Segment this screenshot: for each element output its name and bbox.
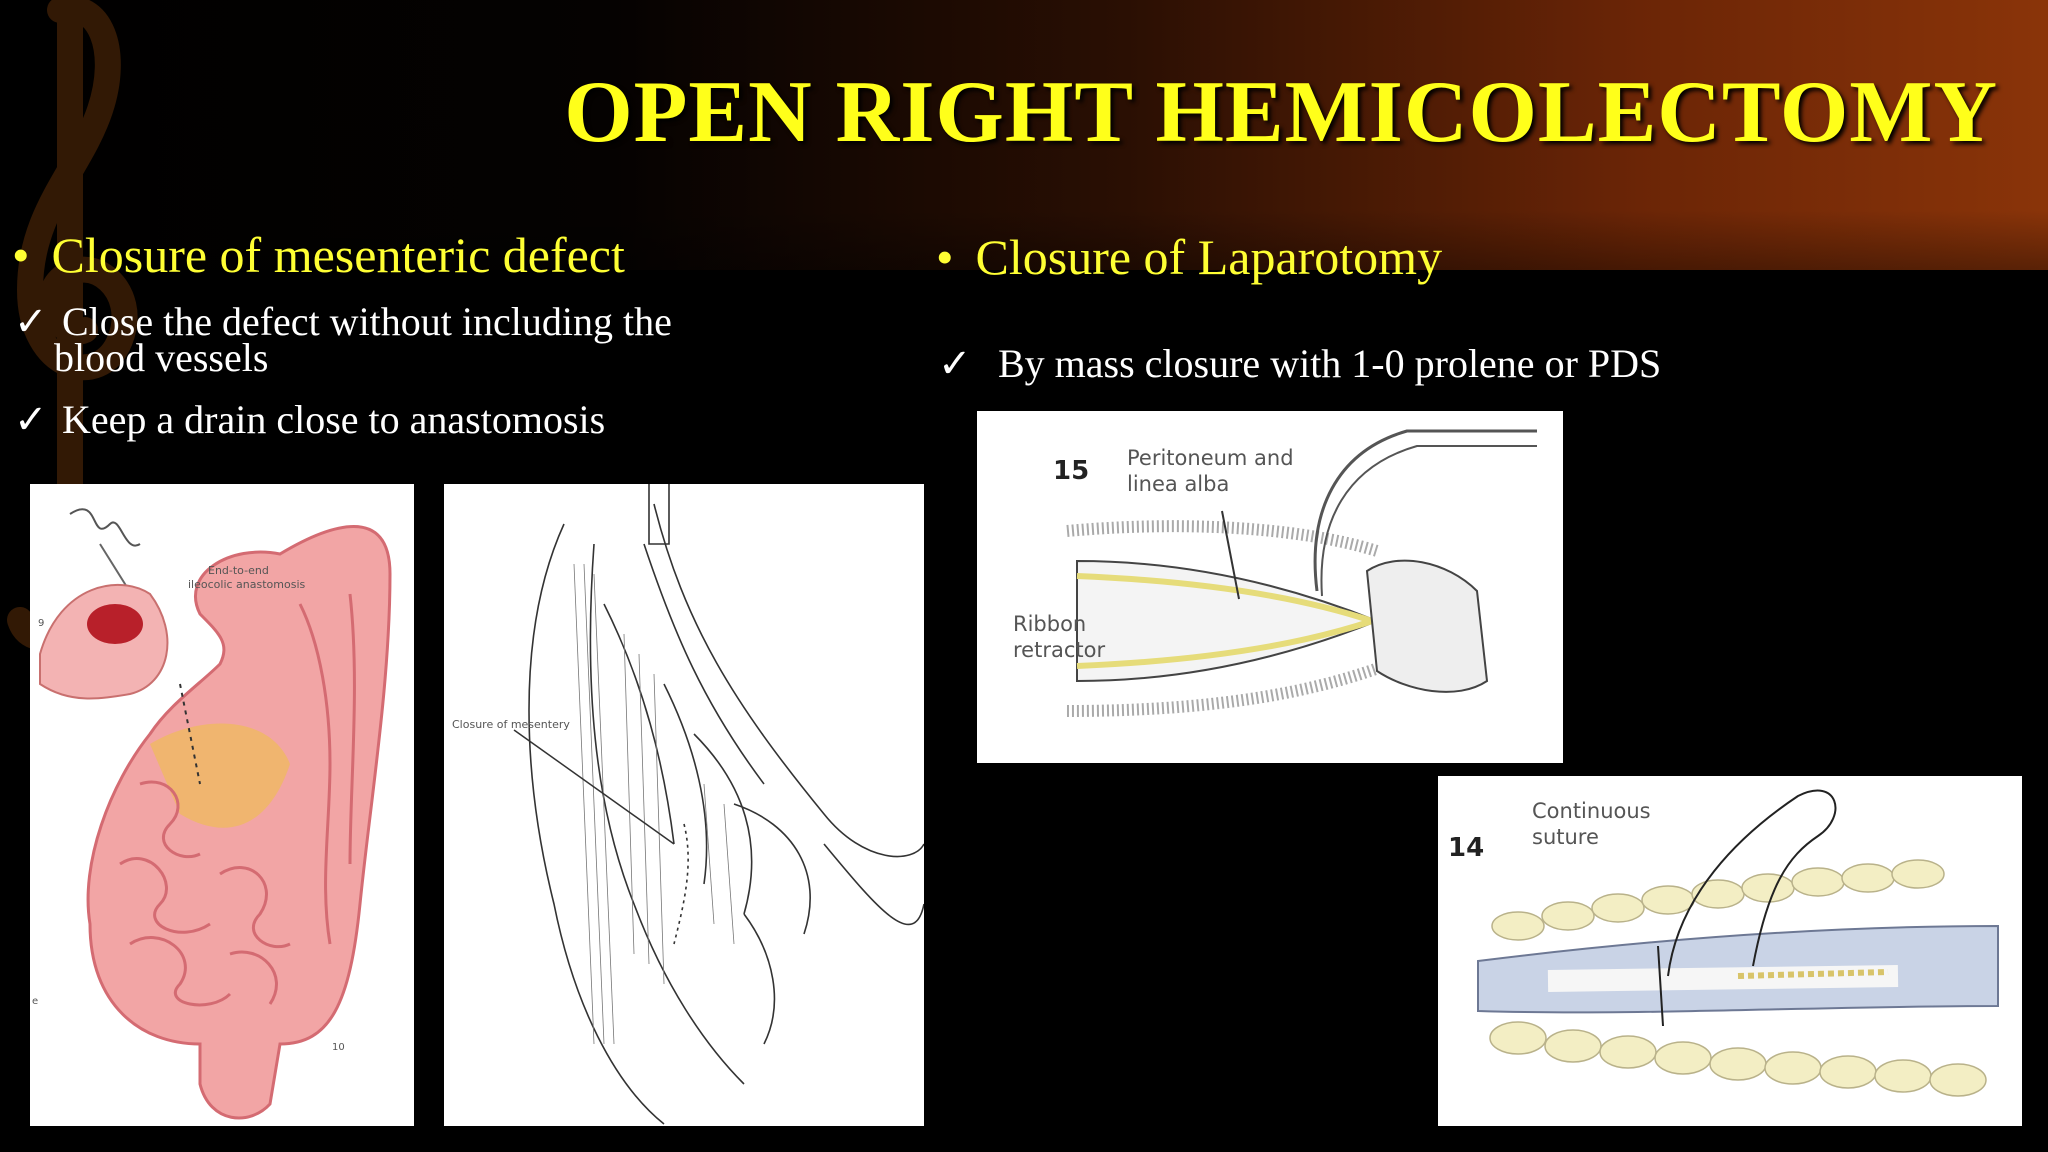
check-text: blood vessels (54, 335, 269, 380)
check-item-close-defect-cont: blood vessels (54, 338, 268, 378)
bullet-dot: • (936, 229, 954, 285)
figure-label: ileocolic anastomosis (188, 578, 306, 591)
figure-label: linea alba (1127, 472, 1229, 496)
figure-number: 10 (332, 1042, 345, 1053)
figure-label: suture (1532, 825, 1599, 849)
bullet-label: Closure of Laparotomy (975, 229, 1443, 285)
figure-number: 14 (1448, 833, 1484, 863)
figure-label: Closure of mesentery (452, 718, 570, 731)
figure-laparotomy-15: 15 Peritoneum and linea alba Ribbon retr… (977, 411, 1563, 763)
bullet-label: Closure of mesenteric defect (51, 227, 625, 283)
figure-edge-letter: e (32, 996, 38, 1007)
checkmark-icon: ✓ (14, 299, 48, 344)
checkmark-icon: ✓ (14, 397, 48, 442)
check-text: Close the defect without including the (62, 299, 672, 344)
bullet-dot: • (12, 227, 30, 283)
figure-ileocolic-anastomosis: End-to-end ileocolic anastomosis 9 10 e (30, 484, 414, 1126)
figure-laparotomy-14: 14 Continuous suture (1438, 776, 2022, 1126)
figure-label: retractor (1013, 638, 1105, 662)
figure-label: Peritoneum and (1127, 446, 1294, 470)
figure-number: 15 (1053, 456, 1089, 486)
figure-number: 9 (38, 618, 44, 629)
bullet-mesenteric-defect: • Closure of mesenteric defect (12, 226, 625, 284)
bullet-laparotomy: • Closure of Laparotomy (936, 228, 1442, 286)
check-item-mass-closure: ✓ By mass closure with 1-0 prolene or PDS (938, 341, 1661, 386)
figure-label: Ribbon (1013, 612, 1086, 636)
slide-title: OPEN RIGHT HEMICOLECTOMY (564, 64, 1998, 161)
check-text: By mass closure with 1-0 prolene or PDS (998, 341, 1662, 386)
check-item-close-defect: ✓ Close the defect without including the (14, 299, 672, 344)
figure-label: End-to-end (208, 564, 269, 577)
checkmark-icon: ✓ (938, 341, 972, 386)
check-item-drain: ✓ Keep a drain close to anastomosis (14, 397, 605, 442)
check-text: Keep a drain close to anastomosis (62, 397, 606, 442)
figure-label: Continuous (1532, 799, 1651, 823)
title-band (0, 0, 2048, 270)
figure-mesentery-closure: Closure of mesentery (444, 484, 924, 1126)
